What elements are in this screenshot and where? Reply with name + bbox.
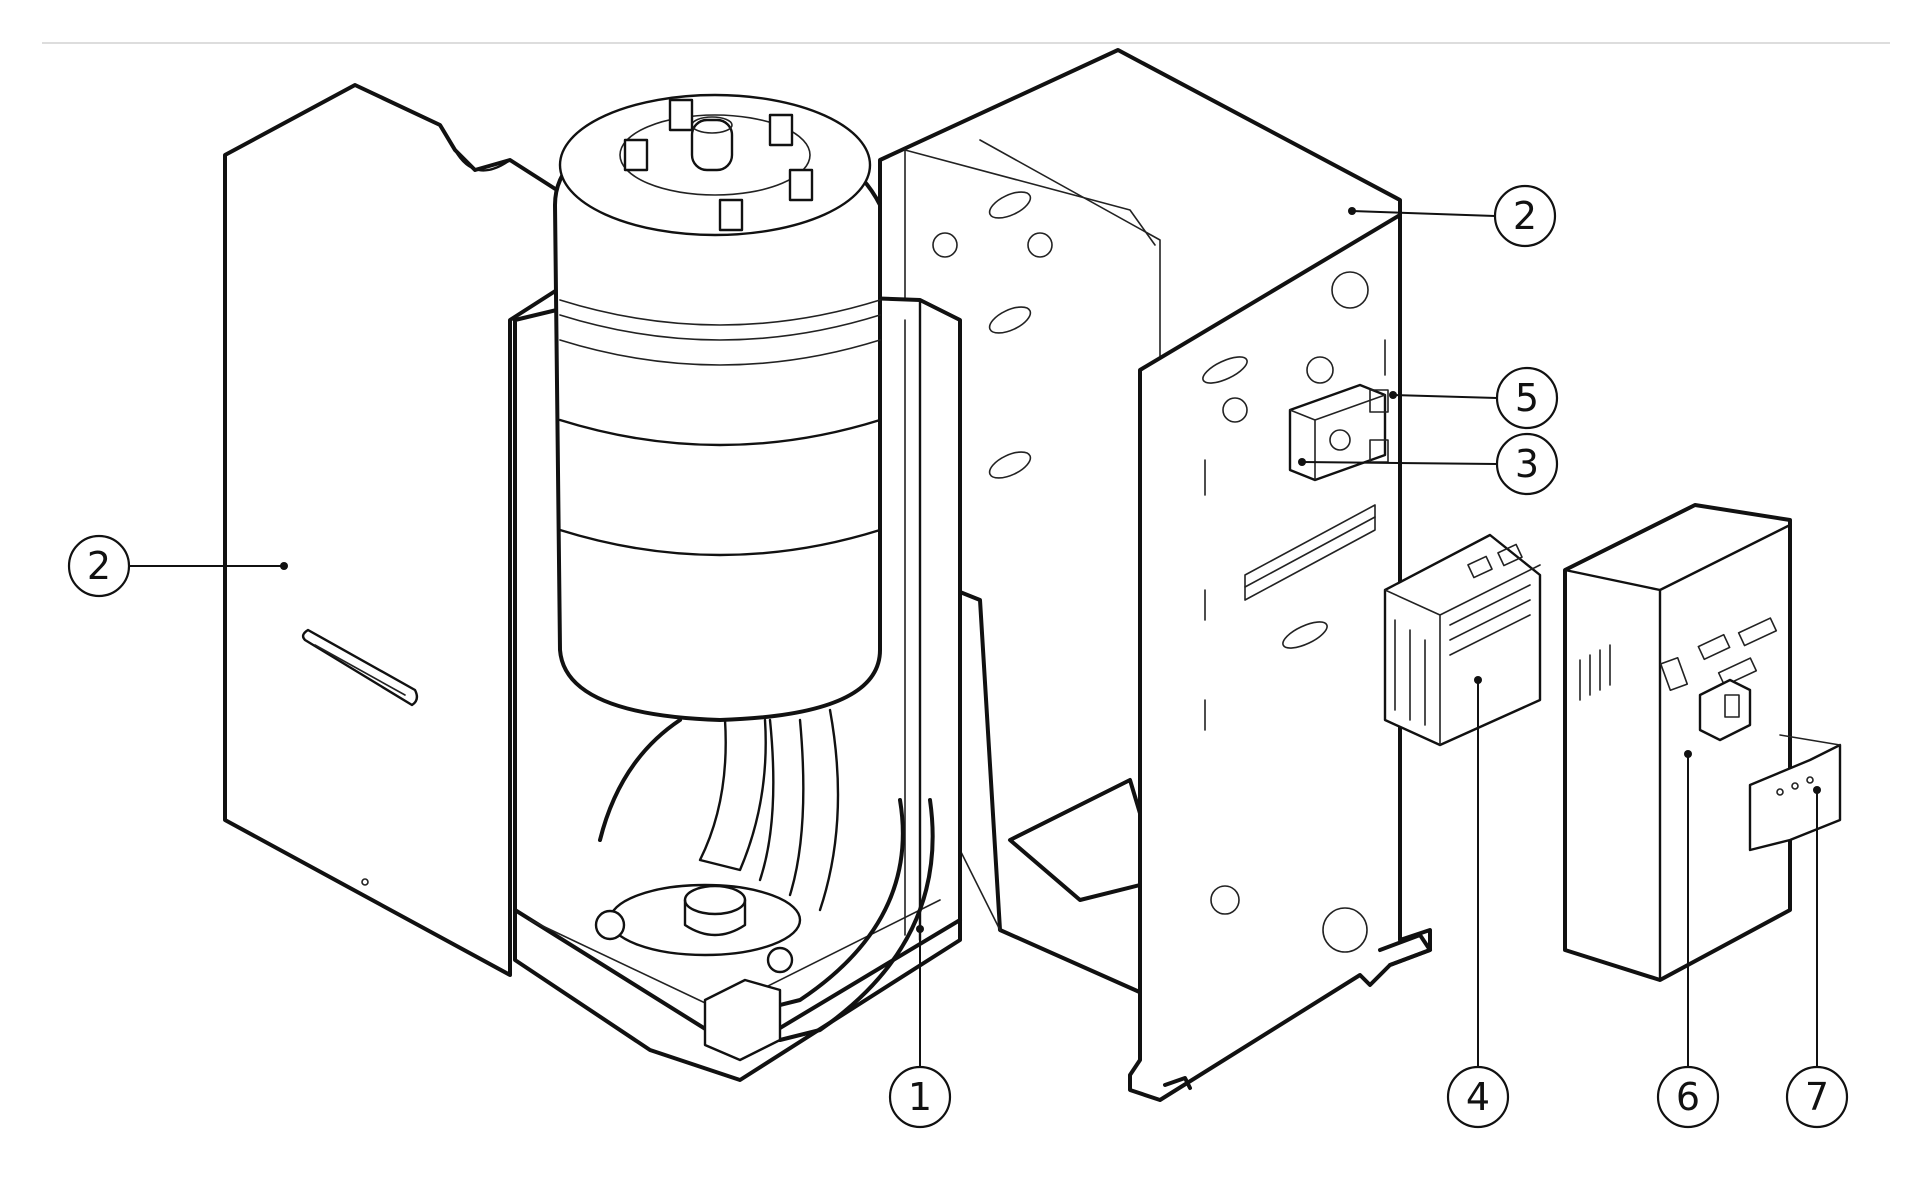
steam-cylinder	[553, 93, 935, 1062]
callout-1: 1	[888, 1065, 952, 1129]
callout-4: 4	[1446, 1065, 1510, 1129]
top-connectors	[623, 98, 814, 232]
callout-7-label: 7	[1805, 1075, 1829, 1119]
relay-block	[1288, 383, 1389, 482]
callout-3: 3	[1495, 432, 1559, 496]
callout-3-label: 3	[1515, 442, 1539, 486]
callout-4-label: 4	[1466, 1075, 1490, 1119]
callout-6: 6	[1656, 1065, 1720, 1129]
callout-2-left-label: 2	[87, 544, 111, 588]
callout-2-right: 2	[1493, 184, 1557, 248]
callout-2-right-label: 2	[1513, 194, 1537, 238]
leader-lines	[130, 207, 1821, 1068]
front-door-panel	[223, 83, 637, 977]
callout-1-label: 1	[908, 1075, 932, 1119]
control-door	[1563, 503, 1842, 982]
callout-5-label: 5	[1515, 376, 1539, 420]
controller-module	[1383, 533, 1542, 747]
callout-7: 7	[1785, 1065, 1849, 1129]
callout-6-label: 6	[1676, 1075, 1700, 1119]
callout-5: 5	[1495, 366, 1559, 430]
callout-2-left: 2	[67, 534, 131, 598]
